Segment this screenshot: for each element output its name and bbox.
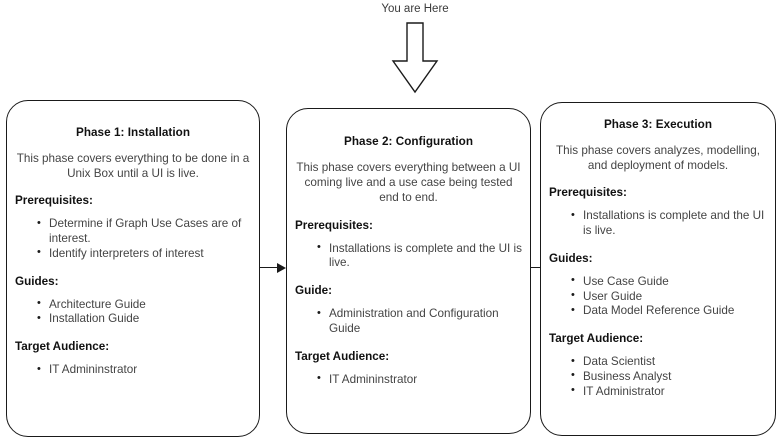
phase-card-3-section-1-list: Installations is complete and the UI is … xyxy=(549,209,767,238)
phase-card-3-section-2-list: Use Case Guide User Guide Data Model Ref… xyxy=(549,274,767,319)
list-item: IT Admininstrator xyxy=(317,372,522,388)
phase-card-2-section-3-list: IT Admininstrator xyxy=(295,372,522,388)
list-item: Installations is complete and the UI is … xyxy=(317,241,522,271)
phase-card-3[interactable]: Phase 3: Execution This phase covers ana… xyxy=(540,102,776,436)
list-item: IT Administrator xyxy=(571,384,767,400)
you-are-here-marker: You are Here xyxy=(360,0,470,100)
phase-card-1-section-1-list: Determine if Graph Use Cases are of inte… xyxy=(15,217,251,261)
phase-card-1-description: This phase covers everything to be done … xyxy=(16,152,250,181)
list-item: User Guide xyxy=(571,289,767,305)
phase-card-2-title: Phase 2: Configuration xyxy=(343,135,474,148)
phase-card-1-title: Phase 1: Installation xyxy=(75,126,191,139)
list-item: Business Analyst xyxy=(571,369,767,385)
you-are-here-label: You are Here xyxy=(381,3,449,15)
phase-card-1-section-3-list: IT Admininstrator xyxy=(15,363,251,378)
arrow-shaft xyxy=(259,267,278,269)
right-arrow-icon xyxy=(277,263,286,273)
phase-card-2-section-2-heading: Guide: xyxy=(295,284,333,298)
phase-card-2-section-2-list: Administration and Configuration Guide xyxy=(295,307,522,336)
phase-card-2-section-1-heading: Prerequisites: xyxy=(295,218,373,232)
phase-card-3-section-3-heading: Target Audience: xyxy=(549,332,644,346)
phase-card-1-content: Phase 1: Installation This phase covers … xyxy=(7,126,259,378)
phase-card-1-section-1-heading: Prerequisites: xyxy=(15,194,93,208)
phase-card-1-section-2-list: Architecture Guide Installation Guide xyxy=(15,297,251,327)
phase-card-3-title: Phase 3: Execution xyxy=(603,118,713,131)
phase-card-2-content: Phase 2: Configuration This phase covers… xyxy=(287,135,530,387)
list-item: Installations is complete and the UI is … xyxy=(571,209,767,238)
phase-card-2[interactable]: Phase 2: Configuration This phase covers… xyxy=(286,108,531,434)
list-item: IT Admininstrator xyxy=(37,363,251,378)
phase-card-3-content: Phase 3: Execution This phase covers ana… xyxy=(541,118,775,399)
list-item: Data Model Reference Guide xyxy=(571,304,767,319)
phase-card-3-section-2-heading: Guides: xyxy=(549,251,593,265)
phase-card-1-section-2-heading: Guides: xyxy=(15,274,59,288)
list-item: Administration and Configuration Guide xyxy=(317,307,522,336)
list-item: Identify interpreters of interest xyxy=(37,246,251,262)
phase-card-2-section-3-heading: Target Audience: xyxy=(295,349,390,363)
phase-card-3-description: This phase covers analyzes, modelling, a… xyxy=(556,144,760,173)
list-item: Architecture Guide xyxy=(37,297,251,313)
list-item: Determine if Graph Use Cases are of inte… xyxy=(37,217,251,246)
arrow-phase1-to-phase2 xyxy=(259,263,287,273)
down-arrow-icon xyxy=(391,22,439,94)
arrow-shaft xyxy=(530,267,543,269)
phase-card-2-description: This phase covers everything between a U… xyxy=(296,161,521,205)
list-item: Installation Guide xyxy=(37,312,251,327)
phase-card-3-section-3-list: Data Scientist Business Analyst IT Admin… xyxy=(549,355,767,399)
phase-card-3-section-1-heading: Prerequisites: xyxy=(549,186,627,200)
phase-card-1-section-3-heading: Target Audience: xyxy=(15,340,110,354)
list-item: Data Scientist xyxy=(571,355,767,370)
list-item: Use Case Guide xyxy=(571,274,767,290)
phase-card-2-section-1-list: Installations is complete and the UI is … xyxy=(295,241,522,271)
phase-card-1[interactable]: Phase 1: Installation This phase covers … xyxy=(6,100,260,437)
